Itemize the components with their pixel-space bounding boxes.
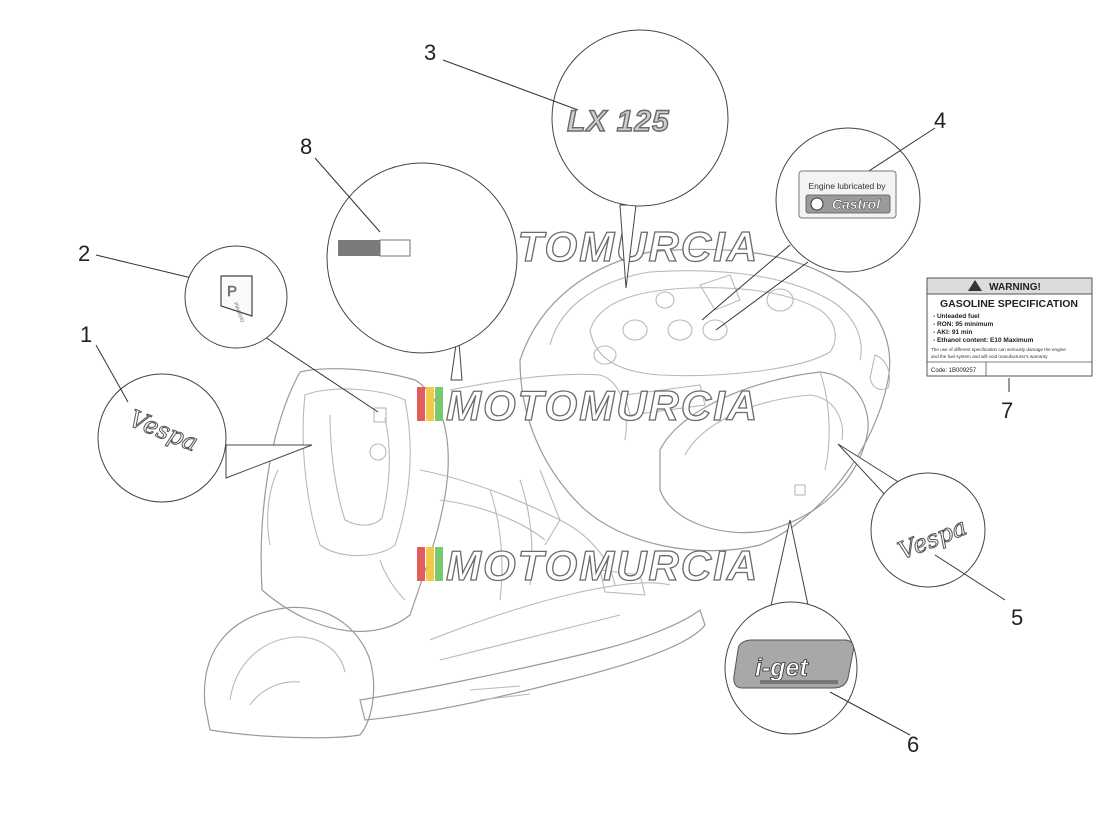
svg-text:- Unleaded fuel: - Unleaded fuel xyxy=(933,313,980,320)
part-1-vespa-front-badge: 1 Vespa xyxy=(80,322,313,503)
svg-text:The use of different specifica: The use of different specification can s… xyxy=(931,347,1066,352)
warning-title: GASOLINE SPECIFICATION xyxy=(940,298,1078,310)
lx125-badge-text: LX 125 xyxy=(567,105,670,138)
svg-text:- RON: 95 minimum: - RON: 95 minimum xyxy=(933,321,994,328)
iget-logo-text: i-get xyxy=(755,654,809,682)
watermark-bottom: MOTOMURCIA xyxy=(417,541,759,590)
callout-2: 2 xyxy=(78,241,90,266)
warning-code: Code: 1B009257 xyxy=(931,368,977,374)
svg-text:- AKI: 91 min: - AKI: 91 min xyxy=(933,329,973,336)
part-3-lx125-badge: 3 LX 125 xyxy=(424,29,729,289)
svg-text:- Ethanol content: E10 Maximum: - Ethanol content: E10 Maximum xyxy=(933,337,1034,344)
part-2-piaggio-plaque: 2 P PIAGGIO xyxy=(78,241,379,413)
part-6-iget-badge: 6 i-get xyxy=(724,519,919,757)
castrol-line1: Engine lubricated by xyxy=(808,181,886,191)
callout-4: 4 xyxy=(934,108,946,133)
callout-6: 6 xyxy=(907,732,919,757)
callout-8: 8 xyxy=(300,134,312,159)
svg-text:P: P xyxy=(227,283,237,300)
part-8-stripe-sticker: 8 xyxy=(300,134,518,381)
svg-text:MOTOMURCIA: MOTOMURCIA xyxy=(446,382,759,429)
callout-7: 7 xyxy=(1001,398,1013,423)
svg-text:and the fuel system and will v: and the fuel system and will void manufa… xyxy=(931,354,1048,359)
warning-header: WARNING! xyxy=(989,282,1041,293)
callout-3: 3 xyxy=(424,40,436,65)
part-5-vespa-side-badge: 5 Vespa xyxy=(837,443,1023,630)
scooter-body-drawing xyxy=(203,248,891,739)
castrol-brand: Castrol xyxy=(832,196,881,212)
part-7-warning-label: WARNING! GASOLINE SPECIFICATION - Unlead… xyxy=(926,277,1093,423)
svg-text:MOTOMURCIA: MOTOMURCIA xyxy=(446,542,759,589)
watermark-middle: MOTOMURCIA xyxy=(417,381,759,430)
callout-1: 1 xyxy=(80,322,92,347)
callout-5: 5 xyxy=(1011,605,1023,630)
part-4-castrol-sticker: 4 Engine lubricated by Castrol xyxy=(701,108,946,331)
